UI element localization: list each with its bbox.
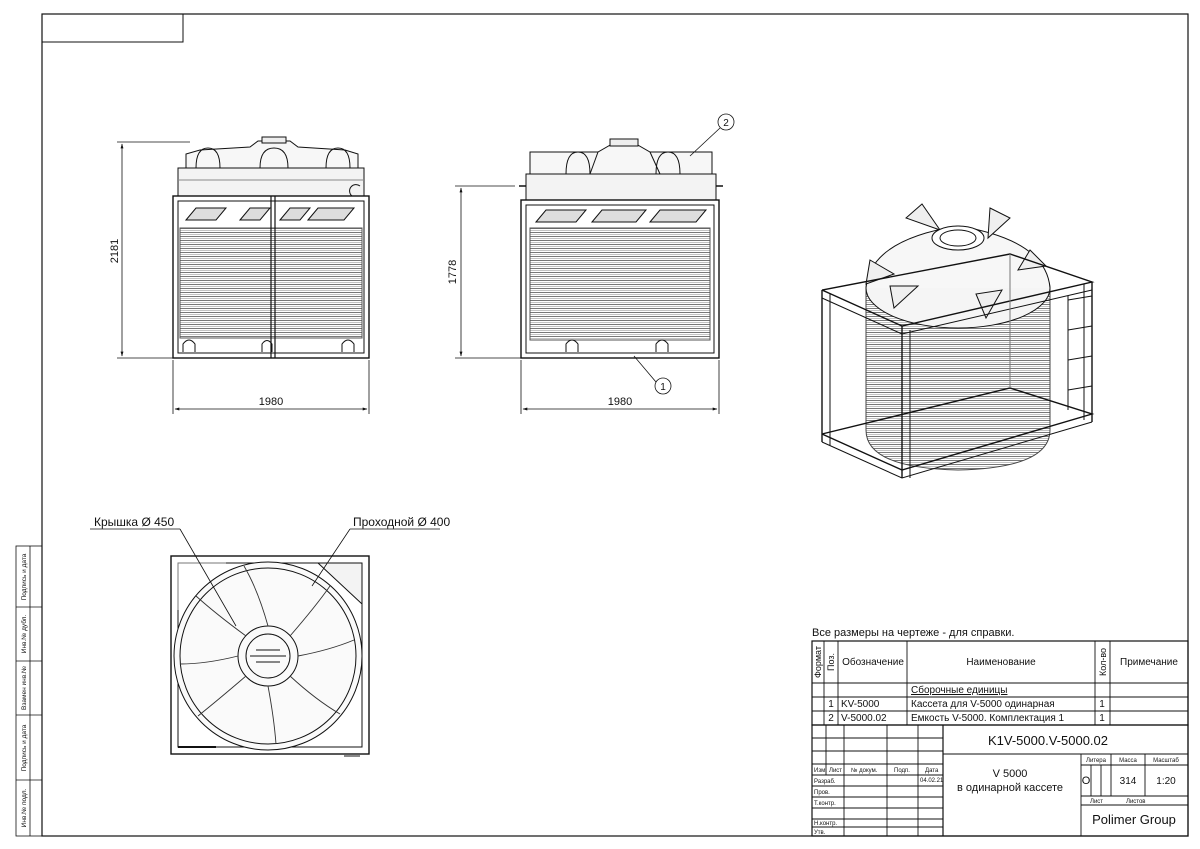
side-height-dimension [455, 185, 521, 359]
spec-row-qty: 1 [1099, 699, 1105, 710]
tb-col-sign: Подп. [894, 768, 910, 774]
callout-2-number: 2 [723, 118, 729, 129]
tb-sheet-label: Лист [1090, 799, 1103, 805]
callout-1-leader [633, 355, 672, 395]
tb-nkontr: Н.контр. [814, 821, 837, 827]
front-width-dimension [172, 360, 370, 414]
product-name-line2: в одинарной кассете [957, 782, 1063, 794]
callout-1-number: 1 [660, 382, 666, 393]
spec-row-name: Емкость V-5000. Комплектация 1 [911, 713, 1065, 724]
stamp-sign-date-1: Подпись и дата [21, 553, 28, 600]
top-view [170, 555, 370, 757]
company-name: Polimer Group [1092, 812, 1176, 827]
spec-section-title: Сборочные единицы [911, 684, 1007, 696]
reference-note: Все размеры на чертеже - для справки. [812, 627, 1014, 639]
front-view [172, 136, 370, 359]
tb-col-izm: Изм. [814, 768, 827, 774]
tb-mass-label: Масса [1119, 758, 1137, 764]
tb-razrab: Разраб. [814, 779, 836, 785]
tb-col-list: Лист [829, 768, 842, 774]
tb-litera-label: Литера [1086, 758, 1107, 764]
isometric-view [821, 203, 1095, 479]
tb-prov: Пров. [814, 790, 830, 796]
tb-col-date: Дата [925, 768, 939, 774]
lid-label-leader [90, 528, 237, 627]
tb-sheets-label: Листов [1126, 799, 1146, 805]
side-width-value: 1980 [608, 396, 632, 408]
tb-col-doc: № докум. [851, 767, 878, 774]
spec-row-designation: V-5000.02 [841, 713, 887, 724]
spec-header-format: Формат [813, 646, 823, 678]
spec-row-name: Кассета для V-5000 одинарная [911, 699, 1055, 710]
tb-mass-value: 314 [1120, 776, 1137, 787]
document-code: K1V-5000.V-5000.02 [988, 733, 1108, 748]
side-height-value: 1778 [447, 260, 459, 284]
tb-razrab-date: 04.02.21 [920, 778, 944, 784]
tb-scale-label: Масштаб [1153, 758, 1179, 764]
passage-label: Проходной Ø 400 [353, 515, 450, 529]
spec-row-pos: 1 [828, 699, 834, 710]
sheet-frame [41, 13, 1189, 837]
spec-header-pos: Поз. [826, 653, 836, 671]
stamp-replace-inv: Взамен инв.№ [21, 666, 28, 710]
front-height-value: 2181 [109, 239, 121, 263]
side-width-dimension [520, 360, 720, 414]
passage-label-leader [311, 528, 440, 587]
spec-row-qty: 1 [1099, 713, 1105, 724]
tb-utv: Утв. [814, 830, 826, 836]
spec-header-designation: Обозначение [842, 656, 904, 668]
lid-label: Крышка Ø 450 [94, 515, 174, 529]
front-height-dimension [117, 141, 190, 359]
front-width-value: 1980 [259, 396, 283, 408]
tb-litera-value: О [1082, 775, 1091, 787]
spec-row-pos: 2 [828, 713, 834, 724]
stamp-sign-date-2: Подпись и дата [21, 724, 28, 771]
stamp-orig-inv: Инв.№ подл. [21, 788, 28, 827]
stamp-dup-inv: Инв.№ дубл. [20, 615, 28, 654]
tb-tkontr: Т.контр. [814, 801, 836, 807]
side-stamp-strip [15, 545, 43, 837]
tb-scale-value: 1:20 [1156, 776, 1176, 787]
side-view [519, 138, 723, 359]
spec-header-name: Наименование [966, 657, 1036, 668]
callout-2-leader [689, 113, 735, 157]
title-block-grid [811, 724, 1189, 837]
spec-header-qty: Кол-во [1098, 648, 1108, 676]
spec-header-remark: Примечание [1120, 657, 1178, 668]
spec-row-designation: KV-5000 [841, 699, 880, 710]
product-name-line1: V 5000 [993, 768, 1028, 780]
